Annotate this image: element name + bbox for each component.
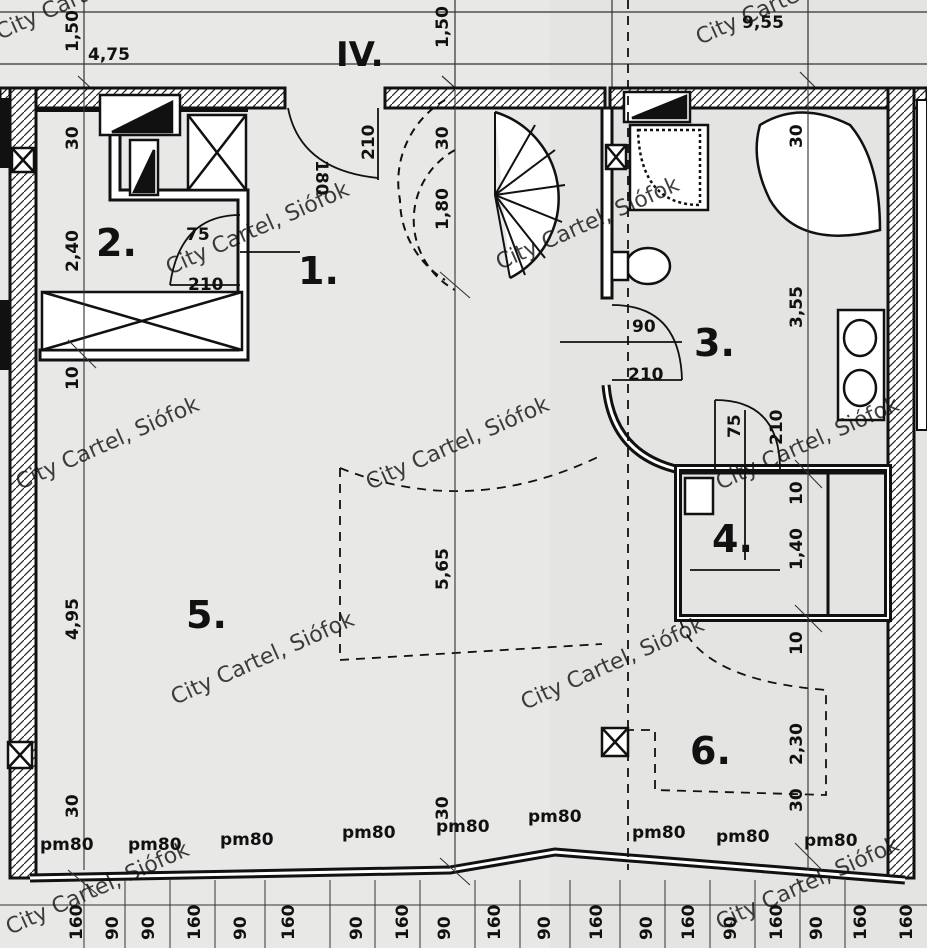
bottom-dim: 90 xyxy=(103,916,123,940)
bottom-dim: 160 xyxy=(767,904,787,940)
bottom-dim: 90 xyxy=(535,916,555,940)
dim-left-30: 30 xyxy=(63,126,83,150)
dim-door3-210: 210 xyxy=(628,365,664,385)
bottom-dim: 160 xyxy=(393,904,413,940)
dim-door2-75: 75 xyxy=(186,225,210,245)
pm-labels: pm80 pm80 pm80 pm80 pm80 pm80 pm80 pm80 … xyxy=(40,807,858,855)
pm-label: pm80 xyxy=(342,823,396,843)
dim-door1-210: 210 xyxy=(359,124,379,160)
room-label-3: 3. xyxy=(694,321,735,365)
bottom-dim: 160 xyxy=(679,904,699,940)
dim-center-565: 5,65 xyxy=(433,548,453,590)
top-dim: 4,75 xyxy=(88,45,130,65)
bottom-dim: 90 xyxy=(637,916,657,940)
dim-left-30b: 30 xyxy=(63,794,83,818)
dim-center-30: 30 xyxy=(433,796,453,820)
dashed-outlines xyxy=(339,0,827,870)
dim-door2-210: 210 xyxy=(188,275,224,295)
level-label: IV. xyxy=(336,35,384,75)
dim-left-240: 2,40 xyxy=(63,230,83,272)
dim-door3-90: 90 xyxy=(632,317,656,337)
bottom-dim: 90 xyxy=(721,916,741,940)
pm-label: pm80 xyxy=(804,831,858,851)
doors xyxy=(169,107,781,571)
dim-door4-75: 75 xyxy=(725,414,745,438)
bottom-dim: 90 xyxy=(435,916,455,940)
fixtures xyxy=(6,90,886,770)
bottom-dim: 90 xyxy=(139,916,159,940)
bottom-dim-labels: 160 90 90 160 90 160 90 160 90 160 90 16… xyxy=(67,904,917,940)
top-dim: 1,50 xyxy=(63,10,83,52)
bottom-dim: 160 xyxy=(897,904,917,940)
top-labels: 1,50 4,75 1,50 9,55 IV. xyxy=(63,6,784,75)
spiral-stair xyxy=(397,99,566,291)
room-label-6: 6. xyxy=(690,729,731,773)
dim-door4-210: 210 xyxy=(767,409,787,445)
dim-door1-180: 180 xyxy=(311,160,331,196)
bottom-dim: 90 xyxy=(231,916,251,940)
pm-label: pm80 xyxy=(40,835,94,855)
pm-label: pm80 xyxy=(528,807,582,827)
bottom-dim: 160 xyxy=(587,904,607,940)
room-dim-labels: 30 2,40 10 4,95 30 180 210 75 210 30 1,8… xyxy=(63,124,807,820)
pm-label: pm80 xyxy=(128,835,182,855)
bottom-dim: 160 xyxy=(485,904,505,940)
room-label-4: 4. xyxy=(712,517,753,561)
top-dim: 1,50 xyxy=(433,6,453,48)
dim-right-10a: 10 xyxy=(787,481,807,505)
bottom-dim: 160 xyxy=(67,904,87,940)
bottom-dim: 160 xyxy=(185,904,205,940)
bottom-dim: 90 xyxy=(347,916,367,940)
dim-stair-180: 1,80 xyxy=(433,188,453,230)
room-labels: 1. 2. 3. 4. 5. 6. xyxy=(96,221,753,773)
bottom-ticks xyxy=(83,880,846,948)
dim-left-10: 10 xyxy=(63,366,83,390)
dim-right-355: 3,55 xyxy=(787,286,807,328)
pm-label: pm80 xyxy=(632,823,686,843)
pm-label: pm80 xyxy=(220,830,274,850)
dim-right-30: 30 xyxy=(787,124,807,148)
bottom-dim: 160 xyxy=(279,904,299,940)
bottom-dim: 90 xyxy=(807,916,827,940)
dim-left-495: 4,95 xyxy=(63,598,83,640)
room-label-1: 1. xyxy=(298,249,339,293)
dim-right-10b: 10 xyxy=(787,631,807,655)
bottom-dim: 160 xyxy=(851,904,871,940)
dim-stair-30: 30 xyxy=(433,126,453,150)
top-dim: 9,55 xyxy=(742,13,784,33)
dim-right-230: 2,30 xyxy=(787,723,807,765)
room-label-2: 2. xyxy=(96,221,137,265)
pm-label: pm80 xyxy=(716,827,770,847)
interior-dimension-lines xyxy=(0,90,927,906)
dim-right-30b: 30 xyxy=(787,788,807,812)
pm-label: pm80 xyxy=(436,817,490,837)
dim-right-140: 1,40 xyxy=(787,528,807,570)
room-label-5: 5. xyxy=(186,593,227,637)
